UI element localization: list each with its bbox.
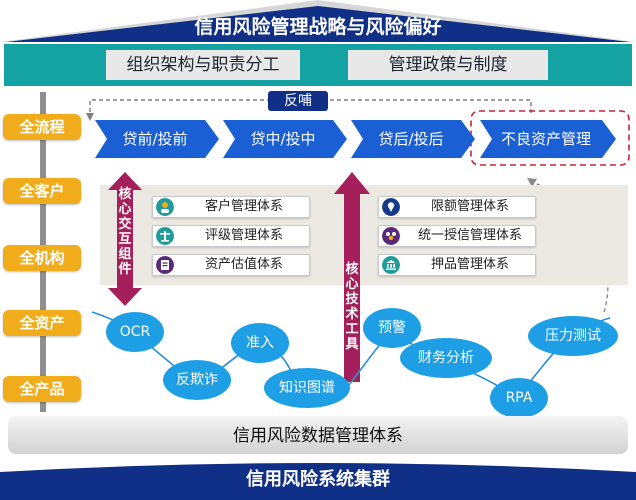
stage-chevron-post bbox=[351, 120, 475, 158]
data-management-band bbox=[8, 416, 628, 454]
bank-icon bbox=[382, 256, 400, 274]
stage-chevron-pre bbox=[95, 120, 219, 158]
core-interaction-arrow bbox=[108, 172, 142, 306]
coverage-badge-product: 全产品 bbox=[3, 376, 81, 402]
system-unified-credit: 统一授信管理体系 bbox=[378, 225, 536, 247]
core-tools-label: 核 心 技 术 工 具 bbox=[345, 262, 359, 352]
group-icon bbox=[382, 227, 400, 245]
tech-bubble-ocr: OCR bbox=[106, 312, 164, 352]
roof-banner bbox=[0, 0, 636, 42]
tech-bubble-warning: 预警 bbox=[363, 308, 421, 348]
stage-chevron-mid bbox=[223, 120, 347, 158]
system-collateral: 押品管理体系 bbox=[378, 254, 536, 276]
coverage-badge-institution: 全机构 bbox=[3, 245, 81, 271]
system-asset-valuation: 资产估值体系 bbox=[152, 254, 310, 276]
tech-bubble-stress-test: 压力测试 bbox=[528, 316, 618, 356]
tech-bubble-knowledge-graph: 知识图谱 bbox=[264, 368, 350, 408]
system-cluster-label: 信用风险系统集群 bbox=[246, 469, 390, 490]
system-customer: 客户管理体系 bbox=[152, 196, 310, 218]
tech-bubble-rpa: RPA bbox=[490, 378, 548, 418]
tech-bubble-financial-analysis: 财务分析 bbox=[400, 338, 492, 378]
stage-label-npl: 不良资产管理 bbox=[500, 130, 591, 148]
user-check-icon bbox=[156, 198, 174, 216]
data-management-label: 信用风险数据管理体系 bbox=[233, 426, 403, 446]
policy-box: 管理政策与制度 bbox=[348, 50, 548, 80]
system-rating: 评级管理体系 bbox=[152, 225, 310, 247]
tech-bubble-antifraud: 反欺诈 bbox=[163, 360, 231, 400]
document-value-icon bbox=[156, 256, 174, 274]
system-cluster-band bbox=[0, 463, 636, 500]
stage-label-pre: 贷前/投前 bbox=[122, 130, 188, 148]
coverage-badge-asset: 全资产 bbox=[3, 310, 81, 336]
coverage-badge-process: 全流程 bbox=[3, 114, 81, 140]
page-title: 信用风险管理战略与风险偏好 bbox=[194, 16, 442, 38]
coverage-badge-customer: 全客户 bbox=[3, 178, 81, 204]
scale-icon bbox=[156, 227, 174, 245]
stage-label-mid: 贷中/投中 bbox=[250, 130, 316, 148]
stage-chevron-npl bbox=[480, 120, 616, 158]
core-interaction-label: 核 心 交 互 组 件 bbox=[118, 187, 132, 277]
stage-label-post: 贷后/投后 bbox=[378, 130, 444, 148]
pin-icon bbox=[382, 198, 400, 216]
system-limit: 限额管理体系 bbox=[378, 196, 536, 218]
org-structure-box: 组织架构与职责分工 bbox=[106, 50, 300, 80]
feedback-label: 反哺 bbox=[268, 91, 328, 111]
core-tools-arrow bbox=[334, 172, 370, 382]
tech-bubble-access: 准入 bbox=[231, 323, 289, 363]
